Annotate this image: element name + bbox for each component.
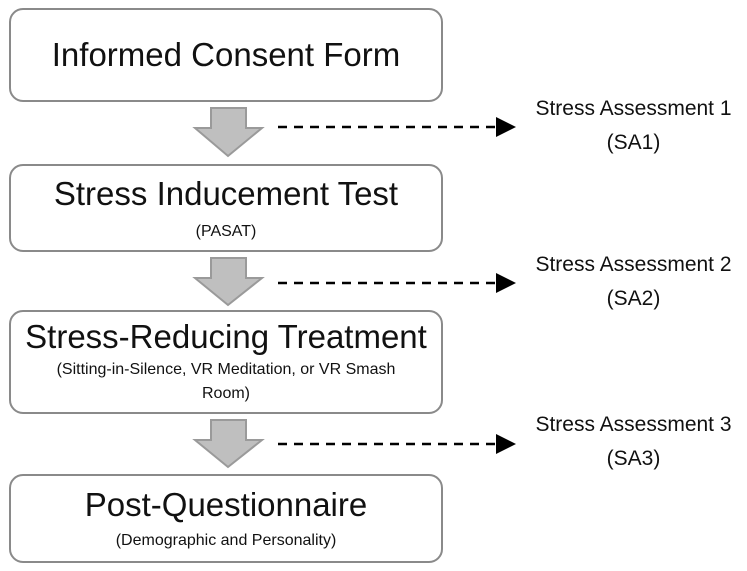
step-title: Post-Questionnaire	[84, 486, 368, 523]
down-arrow-1	[192, 107, 265, 158]
step-stress-reducing-treatment: Stress-Reducing Treatment (Sitting-in-Si…	[9, 310, 443, 414]
assessment-label: Stress Assessment 2	[535, 253, 732, 276]
step-subtitle: (PASAT)	[195, 222, 257, 240]
step-subtitle: (Sitting-in-Silence, VR Meditation, or V…	[56, 361, 396, 402]
step-title: Informed Consent Form	[51, 36, 401, 73]
step-title: Stress-Reducing Treatment	[25, 318, 427, 355]
step-post-questionnaire: Post-Questionnaire (Demographic and Pers…	[9, 474, 443, 563]
step-informed-consent: Informed Consent Form	[9, 8, 443, 102]
stress-assessment-3: Stress Assessment 3 (SA3)	[520, 408, 747, 476]
step-stress-inducement: Stress Inducement Test (PASAT)	[9, 164, 443, 252]
stress-assessment-2: Stress Assessment 2 (SA2)	[520, 248, 747, 316]
assessment-label: Stress Assessment 3	[535, 413, 732, 436]
stress-assessment-1: Stress Assessment 1 (SA1)	[520, 92, 747, 160]
down-arrow-3	[192, 419, 265, 469]
assessment-code: (SA2)	[606, 287, 661, 310]
assessment-code: (SA1)	[606, 131, 661, 154]
step-title: Stress Inducement Test	[53, 174, 399, 212]
assessment-code: (SA3)	[606, 447, 661, 470]
step-subtitle: (Demographic and Personality)	[115, 532, 337, 549]
down-arrow-2	[192, 257, 265, 307]
assessment-label: Stress Assessment 1	[535, 97, 732, 120]
